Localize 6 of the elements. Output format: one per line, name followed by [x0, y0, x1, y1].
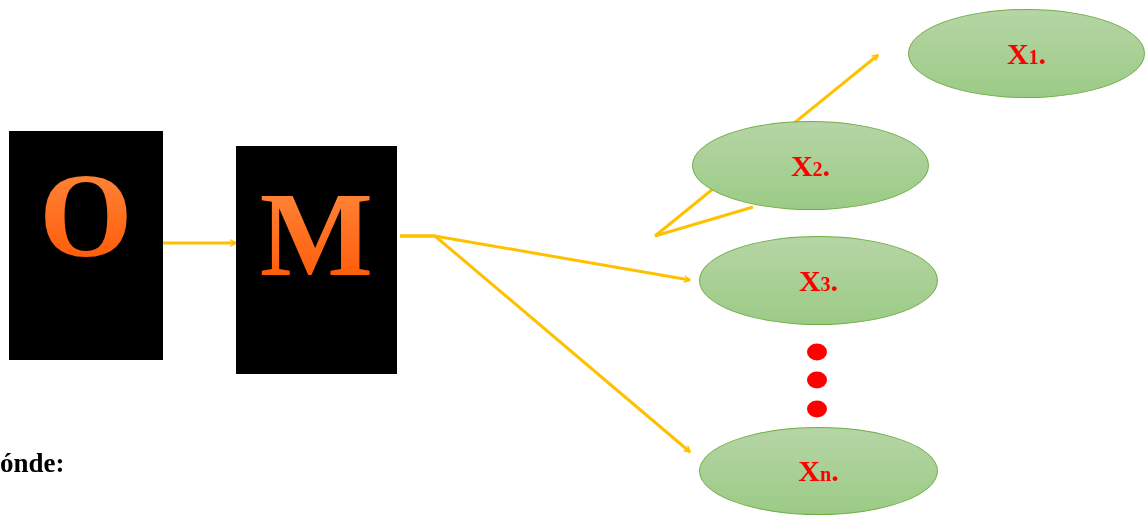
note-text: ónde:: [0, 448, 65, 479]
letter-tile: [236, 146, 397, 374]
arrow: [163, 239, 237, 247]
connector-line: [654, 205, 754, 238]
arrow: [400, 234, 691, 454]
letter-tile: [9, 131, 163, 360]
